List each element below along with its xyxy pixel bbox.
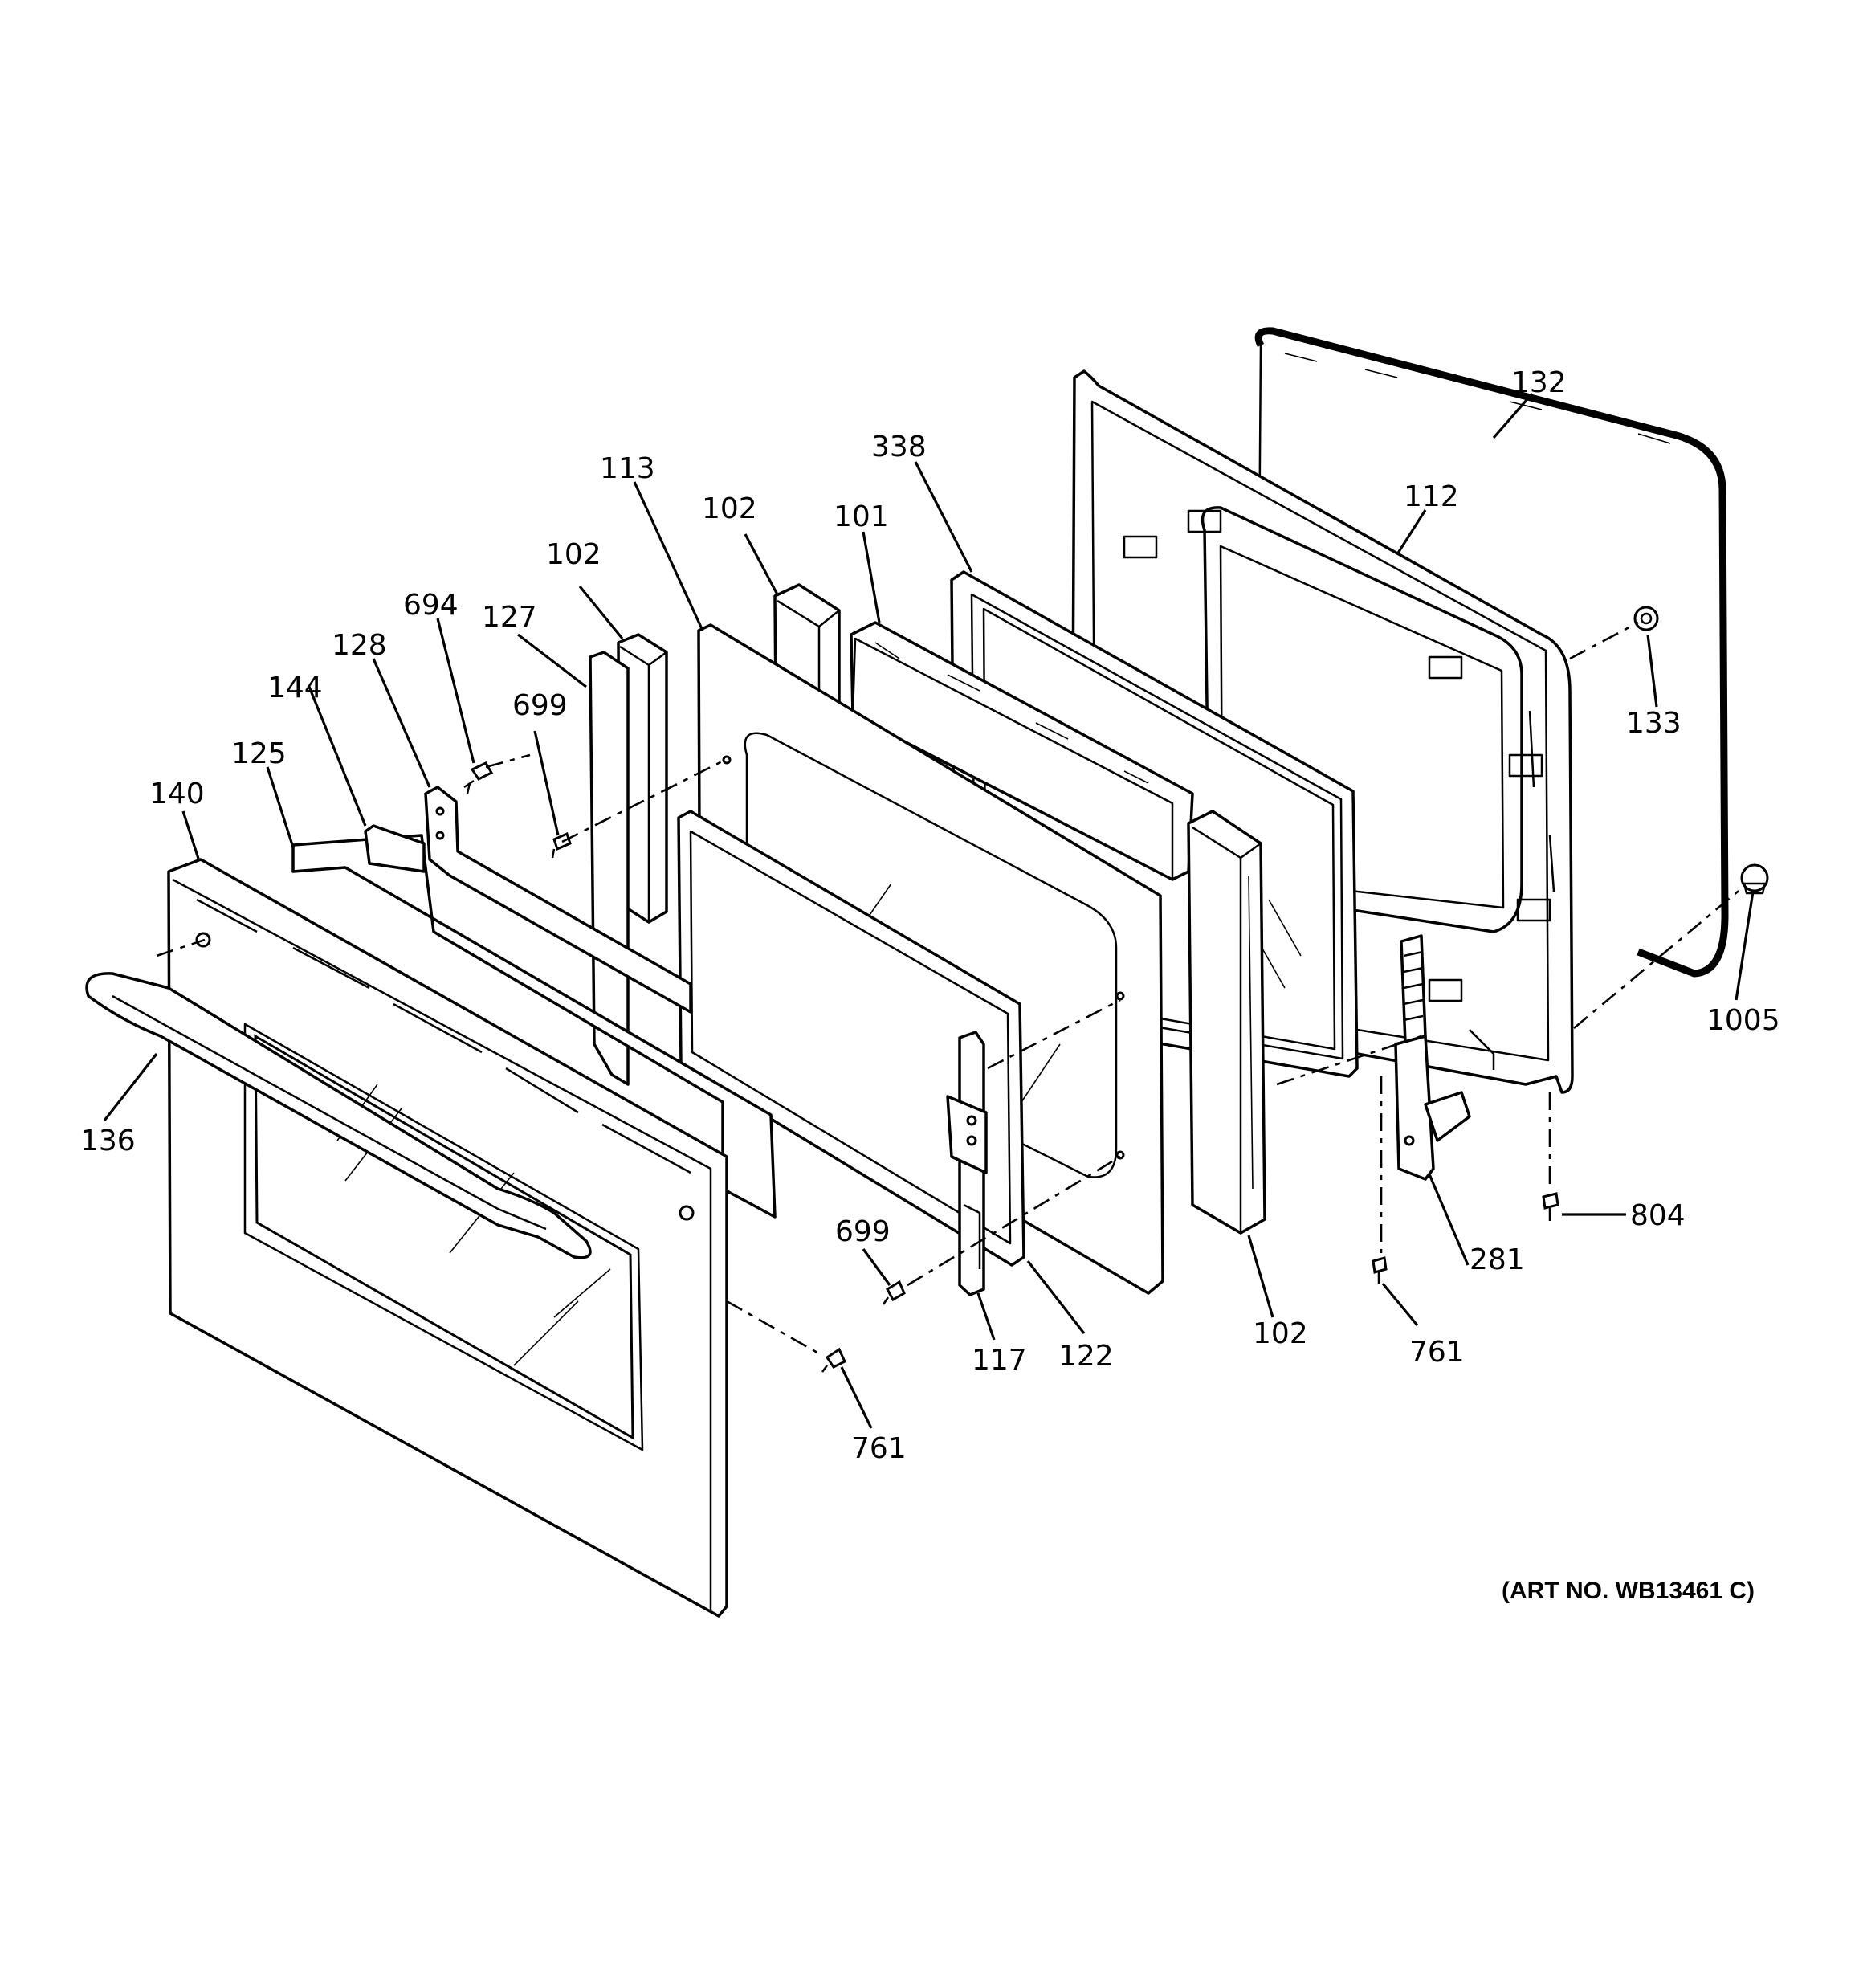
callout-132: 132 bbox=[1511, 366, 1567, 399]
callout-112: 112 bbox=[1404, 480, 1459, 513]
part-128-bracket bbox=[424, 786, 692, 1014]
callout-102-right: 102 bbox=[1253, 1317, 1308, 1350]
callout-101: 101 bbox=[834, 500, 889, 533]
callout-113: 113 bbox=[600, 452, 655, 485]
callout-761-hinge: 761 bbox=[1409, 1336, 1465, 1369]
part-761-screw-front bbox=[821, 1347, 846, 1373]
callout-136: 136 bbox=[80, 1125, 136, 1157]
callout-804: 804 bbox=[1630, 1199, 1686, 1232]
callout-122: 122 bbox=[1058, 1340, 1114, 1373]
callout-133: 133 bbox=[1626, 707, 1682, 740]
part-102-insulation-left bbox=[617, 633, 668, 924]
callouts: 132 338 112 113 102 101 102 694 127 128 … bbox=[80, 366, 1780, 1465]
callout-694: 694 bbox=[403, 589, 459, 622]
callout-144: 144 bbox=[267, 672, 323, 704]
leader-lines bbox=[103, 392, 1755, 1429]
callout-117: 117 bbox=[972, 1344, 1027, 1377]
callout-125: 125 bbox=[231, 737, 287, 770]
part-136-door-handle bbox=[85, 972, 592, 1259]
part-144-spacer bbox=[364, 824, 426, 873]
part-102-insulation-right bbox=[1187, 810, 1266, 1235]
callout-102-left: 102 bbox=[546, 538, 601, 571]
callout-102-center: 102 bbox=[702, 492, 757, 525]
part-804-screw bbox=[1542, 1192, 1559, 1221]
part-699-screw-lower bbox=[882, 1280, 906, 1305]
callout-699-upper: 699 bbox=[512, 689, 568, 722]
callout-699-lower: 699 bbox=[835, 1215, 891, 1248]
callout-1005: 1005 bbox=[1706, 1004, 1780, 1037]
part-117-hinge-bracket bbox=[946, 1031, 988, 1296]
callout-281: 281 bbox=[1470, 1243, 1525, 1276]
part-699-screw-upper bbox=[551, 831, 572, 859]
part-1005-bumper bbox=[1740, 863, 1769, 895]
art-number: (ART NO. WB13461 C) bbox=[1502, 1578, 1755, 1604]
callout-338: 338 bbox=[871, 431, 927, 463]
part-761-screw-hinge bbox=[1372, 1256, 1388, 1284]
callout-128: 128 bbox=[332, 629, 387, 662]
callout-140: 140 bbox=[149, 778, 205, 810]
part-133-stop bbox=[1633, 606, 1659, 631]
callout-127: 127 bbox=[482, 601, 537, 634]
callout-761-front: 761 bbox=[851, 1432, 907, 1465]
part-127-side-trim bbox=[589, 651, 630, 1086]
assembly-lines bbox=[156, 621, 1743, 1357]
